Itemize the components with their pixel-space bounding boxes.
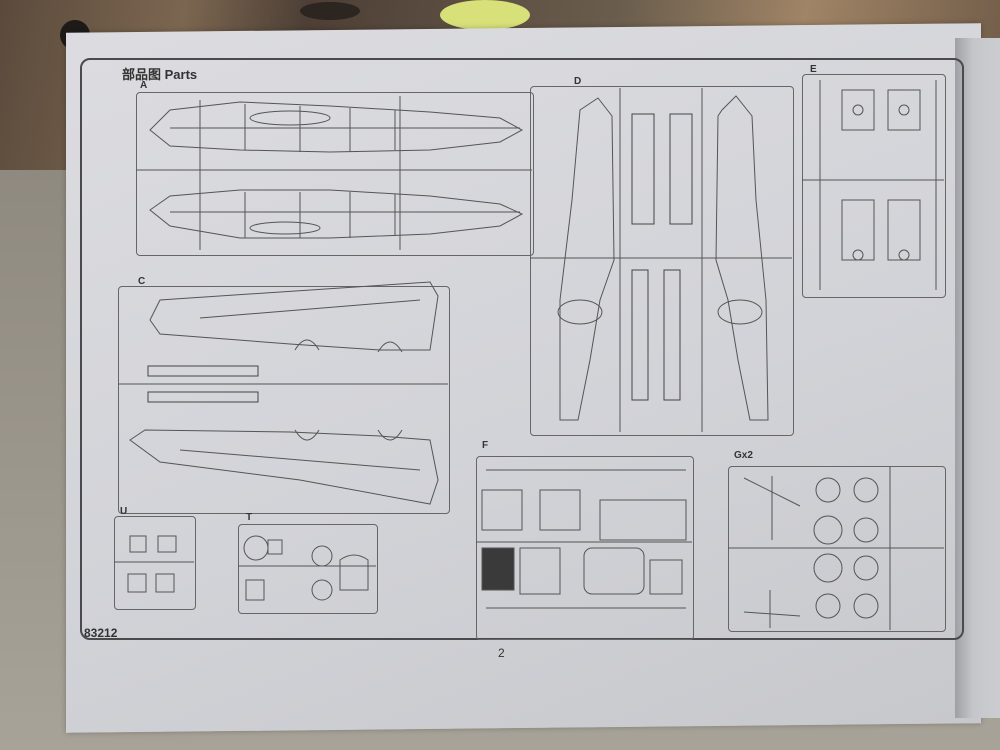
sprue-t-label: T <box>246 512 253 523</box>
sprue-u-label: U <box>120 506 128 517</box>
sprue-u <box>114 516 196 610</box>
sprue-e <box>802 74 946 298</box>
sprue-a <box>136 92 534 256</box>
title-english: Parts <box>164 67 198 82</box>
propeller <box>743 476 801 628</box>
sprue-f <box>476 456 694 640</box>
sprue-d <box>530 86 794 436</box>
flap-strips <box>147 365 259 403</box>
sprue-g <box>728 466 946 632</box>
sprue-a-label: A <box>140 80 148 91</box>
wing-lower <box>129 429 439 505</box>
boom-right <box>715 95 769 421</box>
paint-splash <box>300 2 360 20</box>
u-parts <box>127 535 177 593</box>
page-title: 部品图 Parts <box>122 64 197 83</box>
f-parts <box>481 469 687 609</box>
fuselage-half-lower <box>149 189 524 239</box>
sprue-f-label: F <box>482 440 489 451</box>
boom-left <box>557 97 615 421</box>
sprue-e-label: E <box>810 64 817 75</box>
sprue-g-label: Gx2 <box>734 450 753 461</box>
paint-splash <box>440 0 530 30</box>
ladder-parts <box>631 113 693 401</box>
sprue-t <box>238 524 378 614</box>
fuselage-half-upper <box>149 101 524 153</box>
sprue-d-label: D <box>574 76 582 87</box>
t-parts <box>243 535 369 601</box>
sprue-c-label: C <box>138 276 146 287</box>
wing-upper <box>149 281 439 353</box>
e-parts <box>819 80 937 290</box>
title-chinese: 部品图 <box>122 67 162 82</box>
kit-number: 83212 <box>84 626 118 640</box>
page-number: 2 <box>498 646 505 660</box>
sprue-c <box>118 286 450 514</box>
engine-cylinders <box>813 477 879 619</box>
